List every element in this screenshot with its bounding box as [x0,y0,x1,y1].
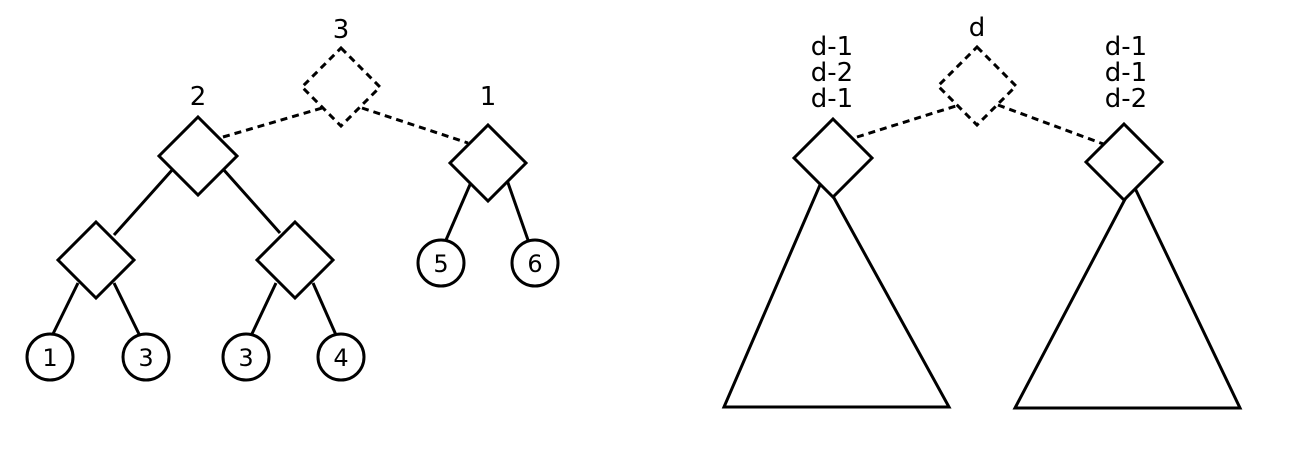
leaf-node [510,238,560,288]
left-tree: 3 2 1 1 3 3 4 5 6 [25,15,560,382]
leaf-label: 3 [238,344,253,372]
edge [112,168,175,236]
edge [48,282,80,341]
edge [311,282,338,336]
leaf-node [221,332,271,382]
left-child-node [156,114,240,198]
left-child-label-line: d-1 [811,32,853,62]
edge [248,282,278,339]
internal-node [55,219,137,301]
right-subtree-triangle [1012,180,1243,410]
right-child-label: 1 [480,82,497,112]
right-tree: d d-1 d-2 d-1 d-1 d-1 d-2 [721,13,1243,410]
edge [112,282,141,335]
right-child-node [1083,121,1165,203]
right-child-label-line: d-1 [1105,58,1147,88]
edge [505,179,530,241]
leaf-label: 5 [433,250,448,278]
dashed-edge [222,106,323,139]
right-child-label-line: d-1 [1105,32,1147,62]
edge [221,168,282,234]
edge [444,179,474,241]
leaf-label: 3 [138,344,153,372]
dashed-edge [361,106,469,145]
dashed-edge [997,103,1107,147]
virtual-root-node [935,44,1019,128]
internal-node [254,219,336,301]
leaf-label: 4 [333,344,348,372]
dashed-edge [856,103,960,139]
right-child-label-line: d-2 [1105,84,1147,114]
leaf-node [316,332,366,382]
left-subtree-triangle [721,174,952,409]
right-child-node [447,122,529,204]
leaf-node [121,332,171,382]
virtual-root-label: 3 [333,15,350,45]
leaf-node [416,238,466,288]
leaf-label: 6 [527,250,542,278]
virtual-root-node [299,45,383,129]
virtual-root-label: d [969,13,986,43]
left-child-label: 2 [190,82,207,112]
leaf-node [25,332,75,382]
leaf-label: 1 [42,344,57,372]
left-child-label-line: d-2 [811,58,853,88]
left-child-label-line: d-1 [811,84,853,114]
left-child-node [791,116,875,200]
